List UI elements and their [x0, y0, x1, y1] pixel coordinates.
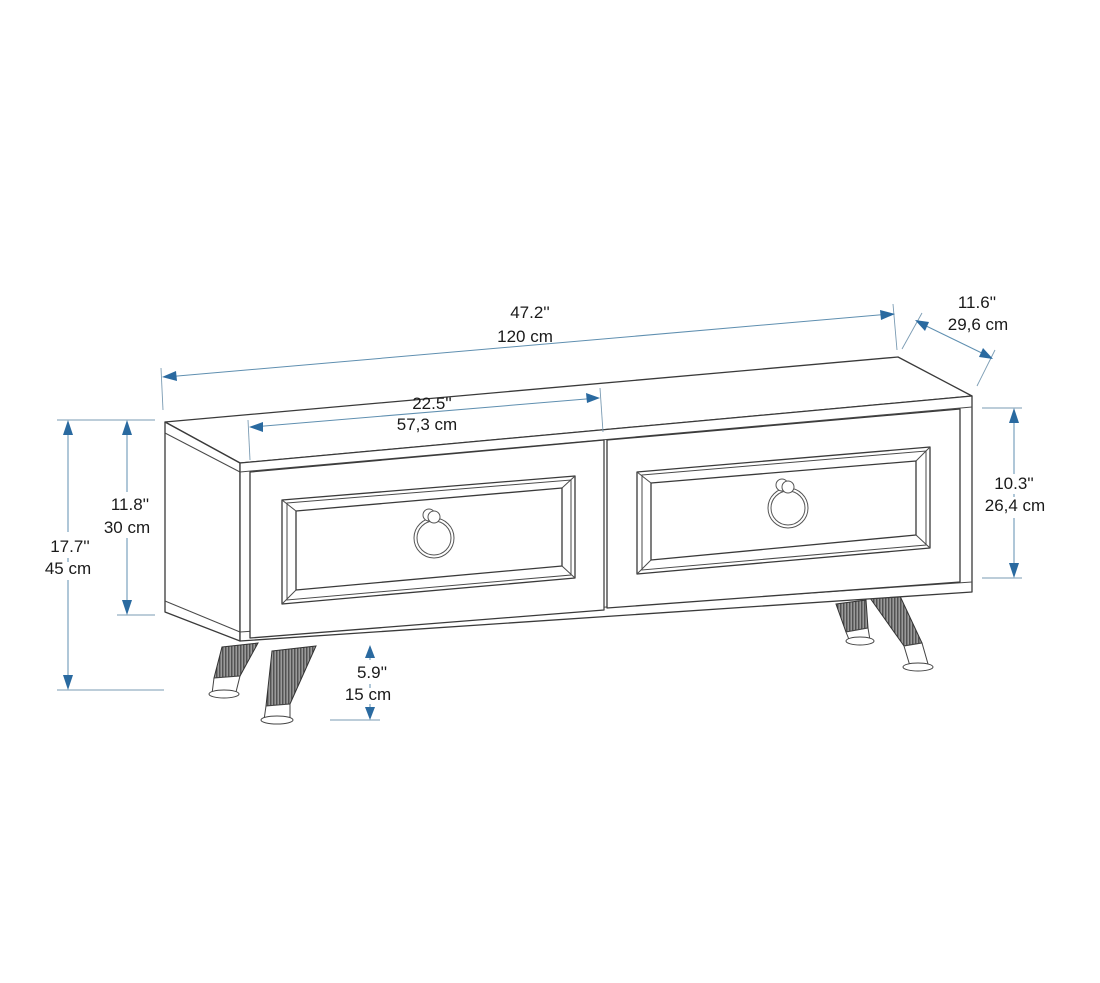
arrow-left-icon [249, 422, 263, 432]
arrow-left-icon [162, 371, 177, 381]
drawer-width-imperial: 22.5'' [412, 394, 452, 413]
ring-pull-right [767, 478, 809, 529]
arrow-down-right-icon [979, 348, 993, 359]
dimension-total-height: 17.7'' 45 cm [40, 419, 164, 691]
arrow-up-icon [365, 645, 375, 658]
leg-height-metric: 15 cm [345, 685, 391, 704]
leg-front-left [260, 645, 317, 725]
dimension-total-width: 47.2'' 120 cm [160, 303, 898, 411]
drawer-height-imperial: 10.3'' [994, 474, 1034, 493]
dimension-drawer-width: 22.5'' 57,3 cm [247, 387, 604, 461]
leg-height-imperial: 5.9'' [357, 663, 387, 682]
arrow-down-icon [122, 600, 132, 615]
dimension-body-height: 11.8'' 30 cm [100, 419, 155, 616]
arrow-right-icon [880, 310, 895, 320]
drawer-width-metric: 57,3 cm [397, 415, 457, 434]
body-height-metric: 30 cm [104, 518, 150, 537]
total-height-imperial: 17.7'' [50, 537, 90, 556]
arrow-down-icon [63, 675, 73, 690]
dimension-leg-height: 5.9'' 15 cm [330, 645, 400, 721]
arrow-right-icon [586, 393, 600, 403]
arrow-down-icon [365, 707, 375, 720]
leg-back-right [835, 599, 875, 646]
ring-pull-left [413, 508, 455, 559]
total-width-imperial: 47.2'' [510, 303, 550, 322]
leg-front-right [869, 595, 934, 672]
dimension-depth: 11.6'' 29,6 cm [901, 293, 1008, 387]
dimension-drawer-height: 10.3'' 26,4 cm [980, 407, 1052, 579]
arrow-up-icon [1009, 408, 1019, 423]
right-drawer [606, 408, 961, 609]
arrow-up-left-icon [915, 320, 929, 331]
drawer-height-metric: 26,4 cm [985, 496, 1045, 515]
depth-imperial: 11.6'' [958, 293, 996, 312]
left-drawer [249, 439, 605, 639]
body-height-imperial: 11.8'' [111, 495, 149, 514]
total-width-metric: 120 cm [497, 327, 553, 346]
arrow-up-icon [63, 420, 73, 435]
depth-metric: 29,6 cm [948, 315, 1008, 334]
total-height-metric: 45 cm [45, 559, 91, 578]
arrow-up-icon [122, 420, 132, 435]
arrow-down-icon [1009, 563, 1019, 578]
leg-back-left [208, 642, 259, 699]
